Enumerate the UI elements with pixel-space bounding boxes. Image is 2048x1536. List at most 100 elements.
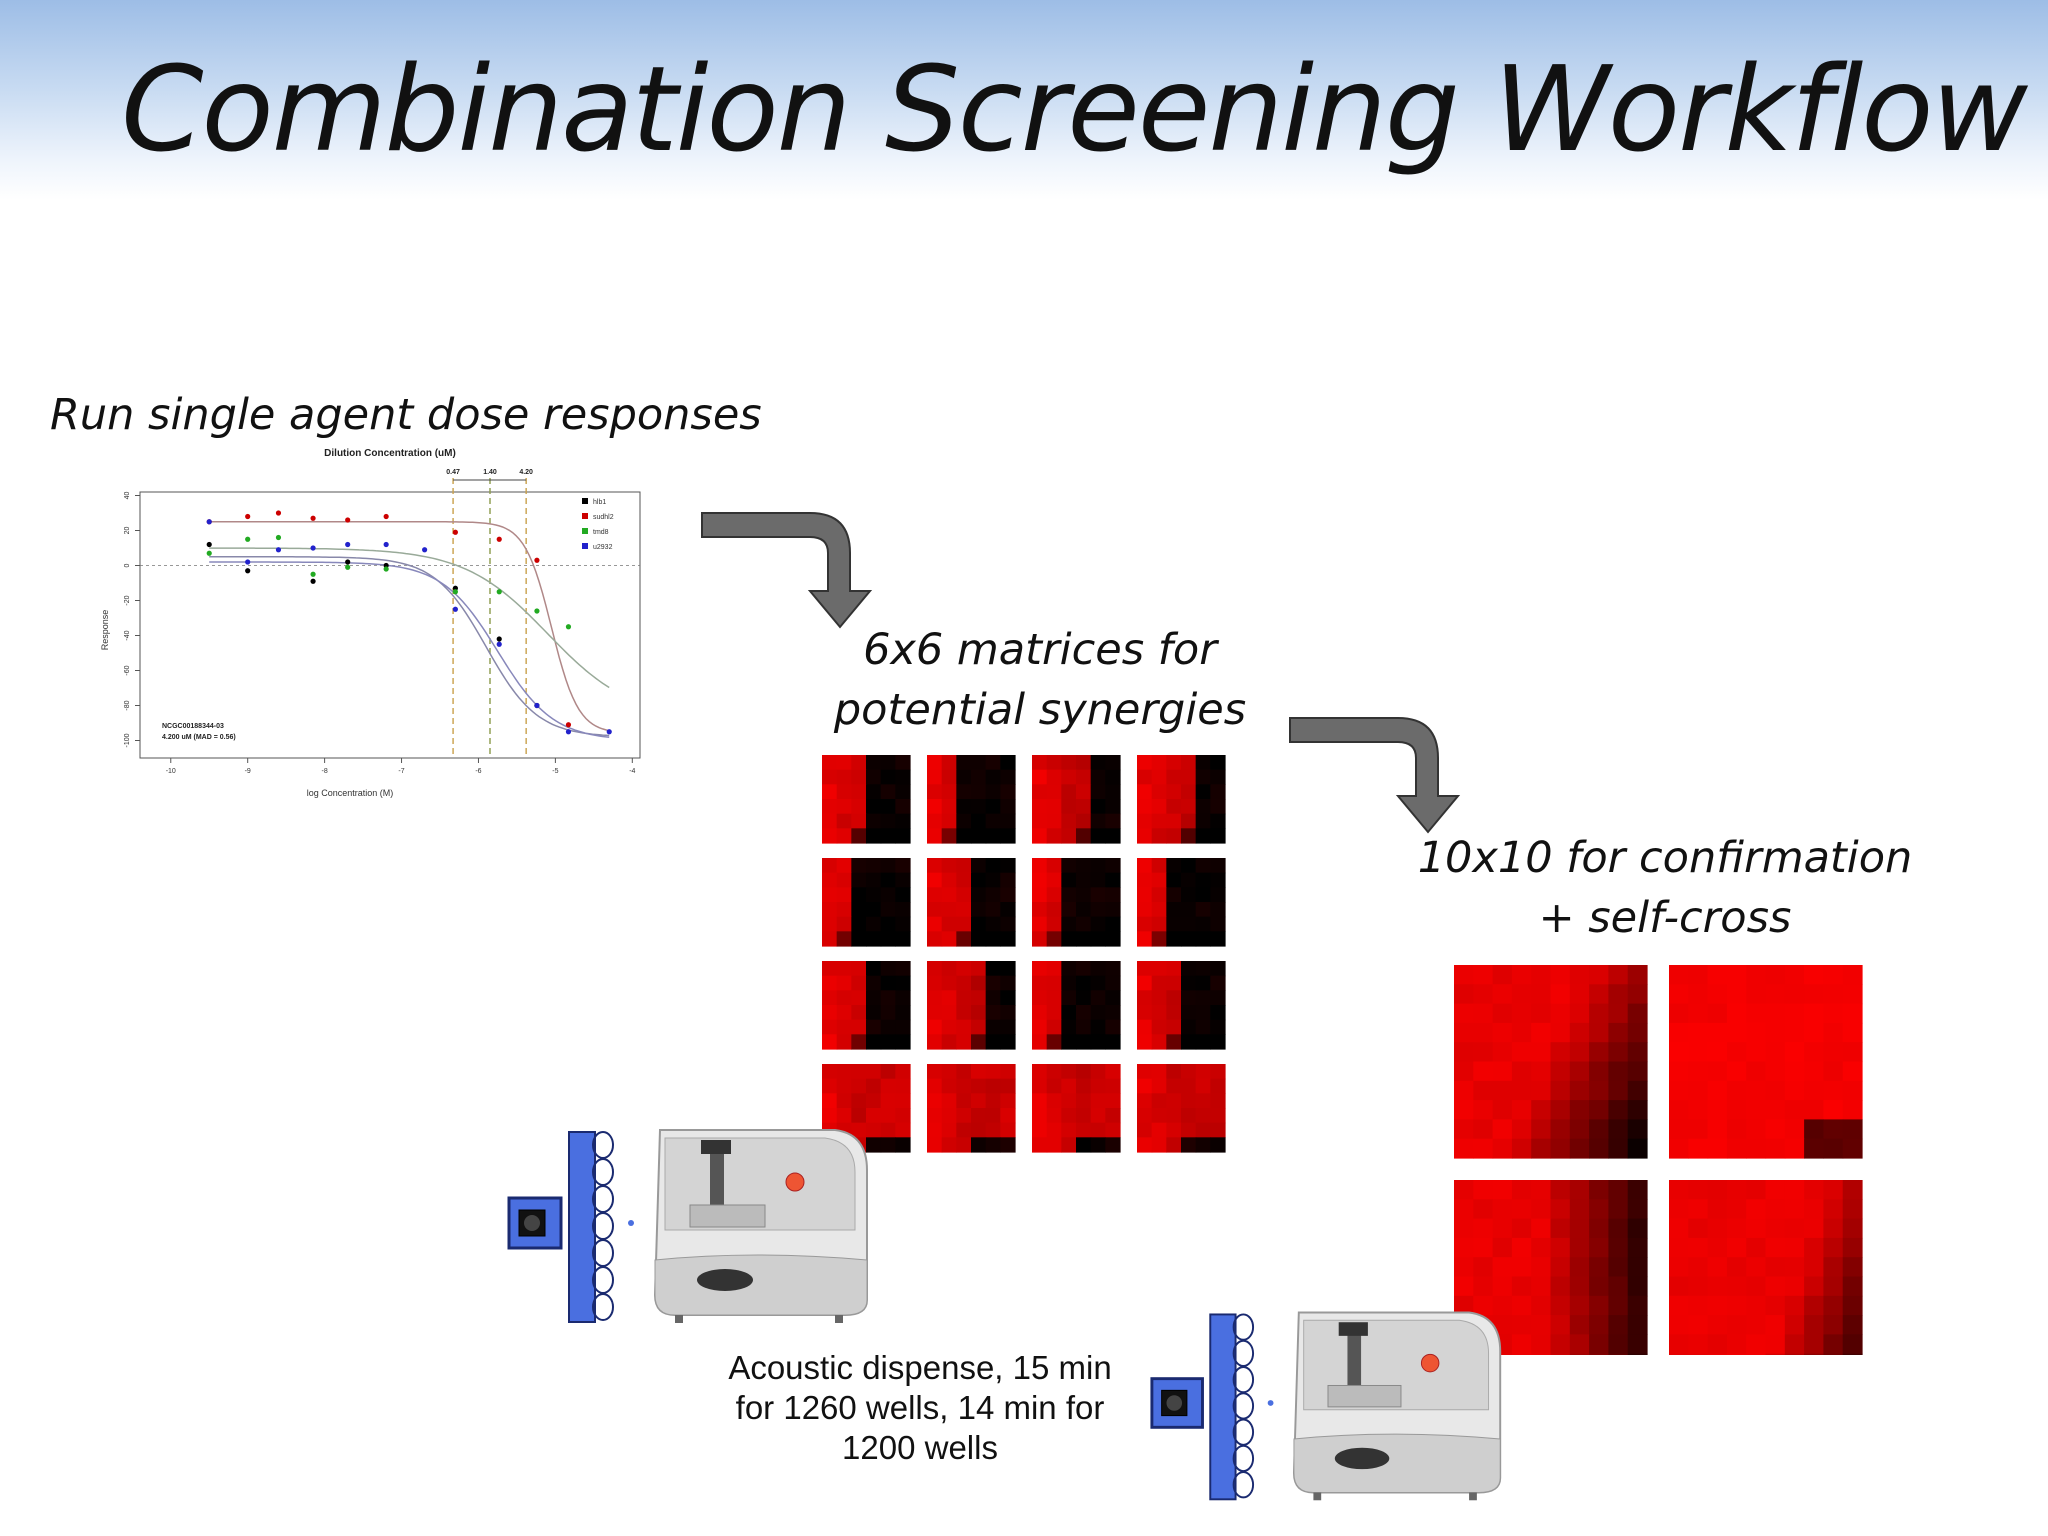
heatmap-cell [1000, 858, 1016, 874]
heatmap-cell [1137, 975, 1153, 991]
heatmap-cell [1492, 1315, 1513, 1335]
heatmap-cell [1842, 1295, 1863, 1316]
heatmap-cell [822, 769, 838, 785]
heatmap-cell [1627, 1257, 1648, 1278]
heatmap-cell [1210, 1005, 1226, 1021]
heatmap-cell [1032, 813, 1048, 829]
heatmap-cell [956, 975, 972, 991]
heatmap-cell [1842, 1199, 1863, 1220]
heatmap-cell [1823, 1276, 1844, 1297]
heatmap-cell [941, 887, 957, 903]
heatmap-cell [985, 887, 1001, 903]
heatmap-cell [1492, 1100, 1513, 1120]
heatmap-cell [956, 990, 972, 1006]
heatmap-cell [1765, 1334, 1786, 1355]
data-point-sudhl2 [452, 529, 458, 535]
heatmap-cell [1137, 784, 1153, 800]
heatmap-cell [1105, 887, 1121, 903]
data-point-sudhl2 [310, 515, 316, 521]
heatmap-cell [1589, 1100, 1609, 1120]
heatmap-cell [1454, 1180, 1474, 1200]
heatmap-cell [1000, 931, 1016, 947]
heatmap-cell [1550, 1218, 1571, 1239]
heatmap-cell [985, 1034, 1001, 1050]
heatmap-cell [1032, 755, 1048, 771]
heatmap-cell [1137, 902, 1153, 918]
heatmap-cell [1823, 1080, 1844, 1101]
data-point-tmd8 [383, 566, 389, 572]
heatmap-cell [941, 1064, 957, 1080]
heatmap-cell [1823, 1042, 1844, 1063]
heatmap-cell [1166, 828, 1182, 844]
data-point-u2932 [496, 641, 502, 647]
heatmap-cell [985, 1064, 1001, 1080]
heatmap-cell [1181, 1005, 1197, 1021]
data-point-u2932 [275, 547, 282, 553]
data-point-tmd8 [452, 589, 458, 595]
heatmap-cell [927, 1078, 943, 1094]
heatmap-cell [1569, 1353, 1590, 1355]
heatmap-cell [1842, 1042, 1863, 1063]
heatmap-cell [956, 902, 972, 918]
heatmap-cell [1061, 1019, 1077, 1035]
heatmap-cell [851, 784, 867, 800]
heatmap-cell [1511, 1042, 1532, 1063]
heatmap-cell [1589, 1022, 1609, 1043]
heatmap-cell [895, 872, 911, 888]
heatmap-cell [1105, 902, 1121, 918]
heatmap-cell [956, 799, 972, 815]
heatmap-cell [956, 828, 972, 844]
heatmap-cell [971, 1093, 987, 1109]
heatmap-cell [1707, 1257, 1728, 1278]
heatmap-cell [895, 813, 911, 829]
heatmap-cell [1688, 1042, 1709, 1063]
heatmap-cell [1473, 1042, 1494, 1063]
heatmap-cell [1046, 872, 1062, 888]
heatmap-cell [1669, 1199, 1689, 1220]
heatmap-cell [1195, 990, 1211, 1006]
heatmap-cell [1569, 1119, 1590, 1140]
fit-curve-tmd8 [209, 547, 610, 689]
heatmap-cell [1195, 799, 1211, 815]
heatmap-cell [985, 813, 1001, 829]
heatmap-cell [1688, 1100, 1709, 1120]
heatmap-cell [1784, 1138, 1805, 1159]
heatmap-cell [1804, 1295, 1824, 1316]
heatmap-cell [1195, 931, 1211, 947]
heatmap-cell [851, 916, 867, 932]
heatmap-cell [927, 916, 943, 932]
heatmap-cell [1195, 872, 1211, 888]
heatmap-cell [866, 799, 882, 815]
heatmap-cell [1181, 1122, 1197, 1138]
heatmap-cell [1105, 931, 1121, 947]
heatmap-cell [1046, 1078, 1062, 1094]
heatmap-cell [1090, 769, 1106, 785]
heatmap-cell [1046, 1034, 1062, 1050]
heatmap-cell [1550, 1022, 1571, 1043]
heatmap-cell [1195, 1034, 1211, 1050]
heatmap-cell [836, 1064, 852, 1080]
heatmap-cell [1166, 990, 1182, 1006]
heatmap-6x6 [1032, 755, 1121, 844]
x-tick-label: -10 [166, 768, 176, 775]
heatmap-cell [1181, 1137, 1197, 1153]
heatmap-cell [927, 799, 943, 815]
heatmap-cell [822, 916, 838, 932]
heatmap-cell [1569, 1022, 1590, 1043]
heatmap-cell [1589, 1061, 1609, 1082]
heatmap-cell [1181, 961, 1197, 977]
heatmap-cell [1569, 1003, 1590, 1024]
heatmap-cell [1000, 799, 1016, 815]
heatmap-cell [941, 975, 957, 991]
heatmap-cell [1707, 1180, 1728, 1200]
heatmap-cell [851, 755, 867, 771]
heatmap-cell [927, 1108, 943, 1124]
heatmap-cell [851, 975, 867, 991]
heatmap-cell [1166, 887, 1182, 903]
fit-curve-hlb1 [209, 556, 610, 737]
heatmap-cell [895, 755, 911, 771]
heatmap-cell [1210, 813, 1226, 829]
heatmap-cell [985, 975, 1001, 991]
heatmap-cell [1707, 1199, 1728, 1220]
heatmap-cell [1105, 813, 1121, 829]
